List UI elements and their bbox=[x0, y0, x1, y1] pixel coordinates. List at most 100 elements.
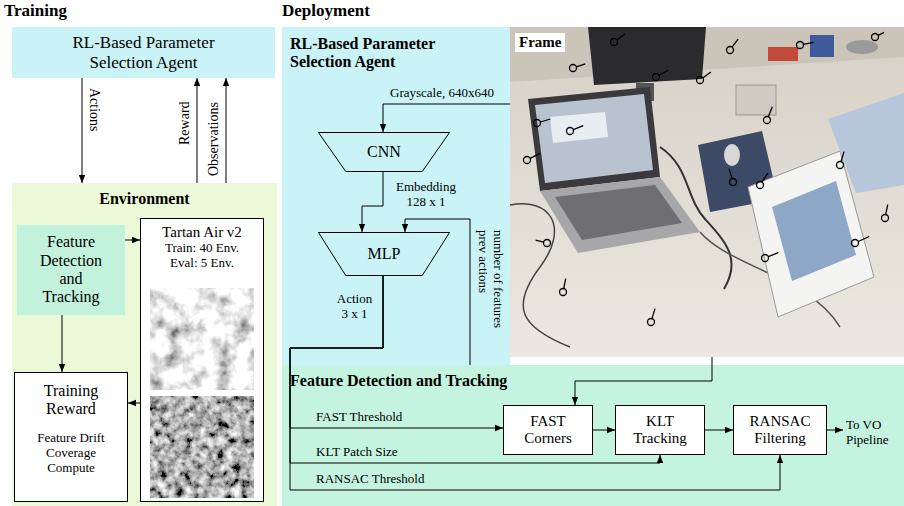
connector bbox=[290, 276, 503, 428]
feature-markers-part bbox=[576, 64, 585, 67]
label-holder: Training bbox=[4, 1, 67, 21]
desk-scene-part bbox=[768, 47, 798, 61]
desk-scene-part bbox=[736, 85, 776, 115]
feature-markers-part bbox=[564, 279, 566, 289]
node-title: RL-Based Parameter Selection Agent bbox=[49, 33, 239, 72]
node-title: Tartan Air v2 bbox=[162, 224, 242, 241]
connector bbox=[62, 315, 63, 372]
node-title: CNN bbox=[367, 143, 401, 161]
label-holder: Action 3 x 1 bbox=[334, 292, 375, 322]
feature-markers-part bbox=[730, 179, 737, 186]
trapezoid-outline bbox=[319, 233, 450, 276]
desk-scene-part bbox=[528, 87, 660, 191]
connector bbox=[197, 78, 198, 183]
feature-markers-part bbox=[803, 42, 813, 44]
edge-label: RANSAC Threshold bbox=[316, 472, 424, 487]
node-text: Train: 40 Env. bbox=[165, 241, 239, 256]
desk-scene-part bbox=[724, 144, 740, 166]
terrain-image bbox=[150, 288, 254, 390]
label-holder: To VO Pipeline bbox=[846, 418, 902, 448]
node-title: Environment bbox=[99, 190, 189, 208]
edge-label: Observations bbox=[206, 84, 222, 176]
feature-markers-part bbox=[524, 157, 531, 164]
node-title: Feature Detection and Tracking bbox=[290, 372, 507, 390]
desk-scene-part bbox=[772, 181, 856, 281]
feature-markers-part bbox=[762, 173, 768, 182]
feature-markers-part bbox=[852, 240, 859, 247]
desk-scene-part bbox=[846, 40, 878, 54]
edge-label: number of features prev actions bbox=[475, 230, 505, 342]
process-box: Feature Detection and Tracking bbox=[17, 225, 125, 315]
agent-box: RL-Based Parameter Selection Agent bbox=[12, 27, 275, 78]
feature-markers-part bbox=[727, 47, 734, 54]
feature-markers-part bbox=[729, 169, 732, 179]
label-holder: KLT Patch Size bbox=[316, 445, 398, 460]
desk-scene-part bbox=[510, 27, 904, 82]
feature-markers-part bbox=[659, 70, 668, 75]
environment-panel: EnvironmentFeature Detection and Trackin… bbox=[12, 183, 277, 506]
desk-scene bbox=[510, 27, 904, 357]
feature-markers-part bbox=[697, 77, 704, 84]
node-title: MLP bbox=[368, 245, 401, 263]
feature-markers-part bbox=[544, 240, 551, 247]
mlp-block: MLP bbox=[318, 232, 450, 276]
feature-markers-part bbox=[768, 107, 772, 117]
feature-markers-part bbox=[534, 120, 541, 127]
process-box: RANSAC Filtering bbox=[733, 405, 827, 455]
feature-markers-part bbox=[648, 319, 655, 326]
node-title: FAST Corners bbox=[512, 413, 584, 448]
node-title: RL-Based Parameter Selection Agent bbox=[290, 35, 480, 72]
frame-image: Frame bbox=[510, 27, 904, 357]
frame-photo bbox=[510, 27, 904, 357]
desk-scene-part bbox=[588, 27, 706, 85]
node-title: Feature Detection and Tracking bbox=[33, 233, 109, 307]
desk-scene-part bbox=[810, 35, 834, 57]
desk-scene-part bbox=[535, 94, 653, 183]
feature-markers-part bbox=[768, 253, 778, 257]
feature-markers-part bbox=[732, 39, 738, 47]
label-holder: FAST Threshold bbox=[316, 410, 402, 425]
feature-markers-part bbox=[797, 42, 804, 49]
terrain-image bbox=[150, 396, 254, 498]
node-text: Coverage bbox=[46, 446, 96, 461]
feature-markers-part bbox=[872, 34, 879, 41]
feature-markers-part bbox=[841, 152, 844, 162]
label-holder: Embedding 128 x 1 bbox=[390, 180, 462, 210]
desk-scene-part bbox=[660, 147, 732, 289]
feature-markers-part bbox=[540, 119, 550, 122]
connector bbox=[593, 430, 615, 431]
feature-markers-part bbox=[703, 72, 711, 78]
signal-label: Action 3 x 1 bbox=[334, 292, 375, 322]
connector bbox=[705, 430, 733, 431]
feature-markers-part bbox=[530, 153, 540, 158]
edge-label: KLT Patch Size bbox=[316, 445, 398, 460]
connector bbox=[290, 276, 780, 490]
connector bbox=[575, 357, 712, 405]
connector bbox=[82, 78, 83, 183]
process-box: KLT Tracking bbox=[615, 405, 705, 455]
output-label: To VO Pipeline bbox=[846, 418, 902, 448]
feature-markers-part bbox=[617, 34, 625, 40]
feature-markers-part bbox=[878, 32, 884, 35]
label-holder: Actions bbox=[102, 88, 162, 104]
edge-label: Grayscale, 640x640 bbox=[390, 86, 494, 101]
node-text: Compute bbox=[47, 461, 95, 476]
trapezoid-outline bbox=[319, 133, 450, 172]
desk-scene-part bbox=[510, 27, 904, 357]
desk-scene-part bbox=[555, 185, 682, 240]
label-holder: Deployment bbox=[282, 1, 370, 21]
label-holder: Grayscale, 640x640 bbox=[390, 86, 494, 101]
connector bbox=[226, 78, 227, 183]
reward-box: Training RewardFeature DriftCoverageComp… bbox=[14, 372, 128, 502]
edge-label: FAST Threshold bbox=[316, 410, 402, 425]
label-holder: Observations bbox=[206, 176, 298, 192]
feature-markers-part bbox=[652, 309, 655, 319]
feature-markers-part bbox=[858, 237, 869, 242]
connector bbox=[405, 219, 470, 365]
feature-markers bbox=[524, 32, 889, 325]
connector bbox=[290, 276, 660, 463]
connector bbox=[362, 172, 383, 232]
edge-label: Actions bbox=[86, 88, 102, 148]
edge-label: Embedding 128 x 1 bbox=[390, 180, 462, 210]
